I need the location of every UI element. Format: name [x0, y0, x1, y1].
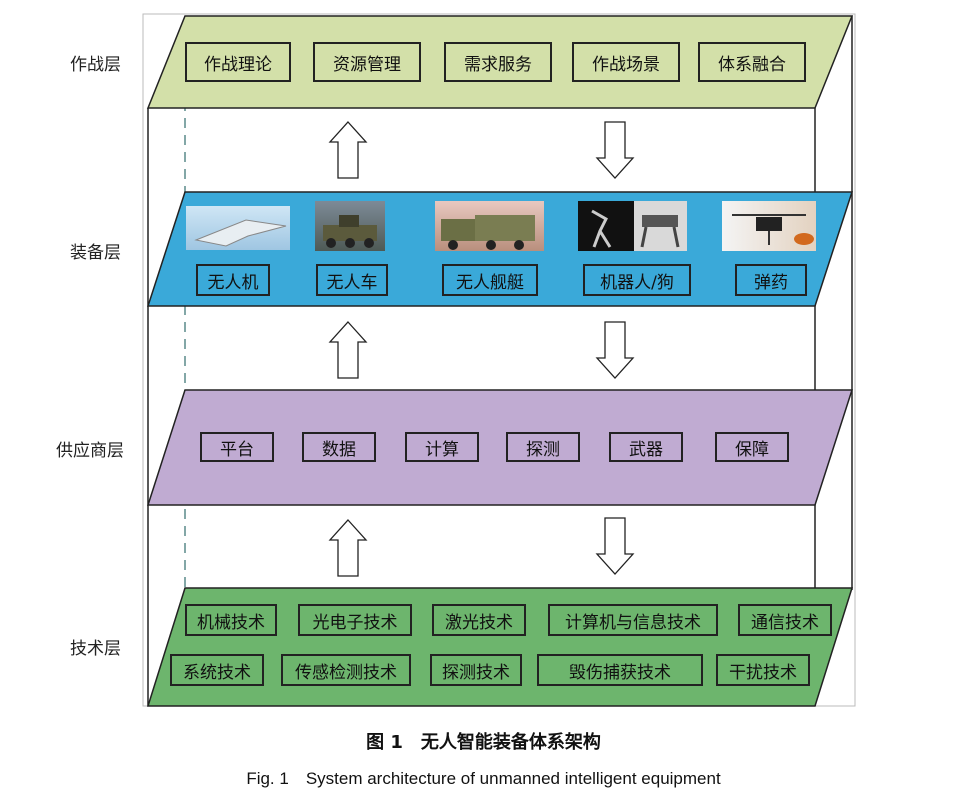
combat-item-fusion: 体系融合 — [698, 42, 806, 82]
equipment-item-munition: 弹药 — [735, 264, 807, 296]
equipment-item-vehicle: 无人车 — [316, 264, 388, 296]
up-arrow-1 — [328, 121, 368, 179]
tech-item-computer-info: 计算机与信息技术 — [548, 604, 718, 636]
technology-layer-plane — [146, 587, 854, 707]
supplier-item-platform: 平台 — [200, 432, 274, 462]
combat-item-scenario: 作战场景 — [572, 42, 680, 82]
supplier-item-weapon: 武器 — [609, 432, 683, 462]
munition-drone-photo — [722, 201, 816, 251]
robot-dog-photo — [578, 201, 687, 251]
combat-item-resource: 资源管理 — [313, 42, 421, 82]
equipment-item-robot: 机器人/狗 — [583, 264, 691, 296]
equipment-item-vessel: 无人舰艇 — [442, 264, 538, 296]
down-arrow-3 — [595, 517, 635, 575]
tech-item-jamming: 干扰技术 — [716, 654, 810, 686]
tech-item-laser: 激光技术 — [432, 604, 526, 636]
technology-layer-label: 技术层 — [70, 639, 121, 659]
combat-layer-label: 作战层 — [70, 55, 121, 75]
tech-item-mechanical: 机械技术 — [185, 604, 277, 636]
tech-item-communication: 通信技术 — [738, 604, 832, 636]
tech-item-sensing: 传感检测技术 — [281, 654, 411, 686]
supplier-item-support: 保障 — [715, 432, 789, 462]
combat-item-demand: 需求服务 — [444, 42, 552, 82]
up-arrow-3 — [328, 519, 368, 577]
figure-caption-english: Fig. 1 System architecture of unmanned i… — [246, 769, 721, 788]
unmanned-vehicle-photo — [315, 201, 385, 251]
drone-photo — [186, 206, 290, 250]
supplier-item-compute: 计算 — [405, 432, 479, 462]
equipment-layer-label: 装备层 — [70, 243, 121, 263]
tech-item-system: 系统技术 — [170, 654, 264, 686]
supplier-layer-plane — [146, 389, 854, 506]
down-arrow-2 — [595, 321, 635, 379]
tech-item-detection: 探测技术 — [430, 654, 522, 686]
up-arrow-2 — [328, 321, 368, 379]
tech-item-damage-capture: 毁伤捕获技术 — [537, 654, 703, 686]
supplier-item-detection: 探测 — [506, 432, 580, 462]
tech-item-optoelectronic: 光电子技术 — [298, 604, 412, 636]
supplier-item-data: 数据 — [302, 432, 376, 462]
combat-item-theory: 作战理论 — [185, 42, 291, 82]
unmanned-vessel-photo — [435, 201, 544, 251]
combat-layer-plane — [146, 15, 854, 109]
down-arrow-1 — [595, 121, 635, 179]
figure-caption-chinese: 图 1 无人智能装备体系架构 — [366, 732, 601, 753]
supplier-layer-label: 供应商层 — [56, 441, 124, 461]
equipment-item-drone: 无人机 — [196, 264, 270, 296]
